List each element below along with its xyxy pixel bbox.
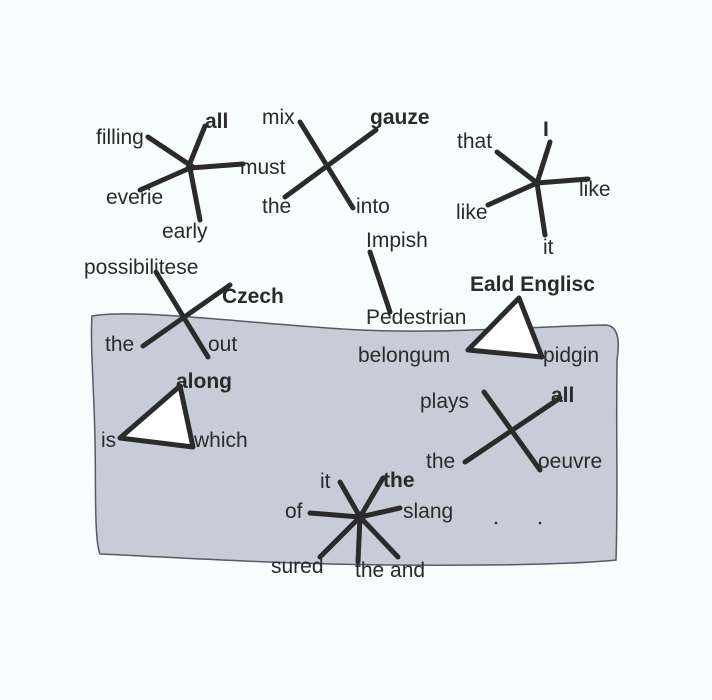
word-that: that	[457, 130, 492, 153]
word-everie: everie	[106, 186, 163, 209]
dot-mark	[494, 521, 498, 525]
word-belongum: belongum	[358, 344, 450, 367]
word-mix: mix	[262, 106, 295, 129]
hub-star-1	[137, 123, 246, 223]
word-must: must	[240, 156, 286, 179]
hub-cross-2	[282, 119, 379, 211]
triangle-along	[117, 383, 196, 450]
word-gauze: gauze	[370, 106, 430, 129]
word-slang: slang	[403, 500, 453, 523]
word-czech: Czech	[222, 285, 284, 308]
word-pidgin: pidgin	[543, 344, 599, 367]
word-the: the	[383, 469, 415, 492]
dot-mark	[538, 521, 542, 525]
word-like: like	[456, 201, 488, 224]
word-the-and: the and	[355, 559, 425, 582]
hub-cross-4	[140, 269, 233, 360]
word-along: along	[176, 370, 232, 393]
word-the: the	[426, 450, 455, 473]
word-all: all	[551, 384, 574, 407]
word-early: early	[162, 220, 208, 243]
word-sured: sured	[271, 555, 324, 578]
word-is: is	[101, 429, 116, 452]
triangle-eald-englisc	[465, 295, 545, 360]
word-like: like	[579, 178, 611, 201]
word-pedestrian: Pedestrian	[366, 306, 466, 329]
hub-star-3	[485, 139, 591, 238]
word-impish: Impish	[366, 229, 428, 252]
word-I: I	[543, 118, 549, 141]
shaded-region	[90, 313, 619, 566]
word-into: into	[356, 195, 390, 218]
word-out: out	[208, 333, 237, 356]
word-oeuvre: oeuvre	[538, 450, 602, 473]
word-eald-englisc: Eald Englisc	[470, 273, 595, 296]
word-it: it	[320, 470, 331, 493]
hub-star-6	[307, 475, 403, 565]
word-the: the	[262, 195, 291, 218]
word-of: of	[285, 500, 303, 523]
word-which: which	[193, 429, 248, 452]
word-all: all	[205, 110, 228, 133]
word-filling: filling	[96, 126, 144, 149]
word-it: it	[543, 236, 554, 259]
hub-cross-5	[462, 389, 563, 473]
impish-pedestrian-line	[367, 249, 393, 315]
word-the: the	[105, 333, 134, 356]
word-plays: plays	[420, 390, 469, 413]
word-possibilitese: possibilitese	[84, 256, 198, 279]
